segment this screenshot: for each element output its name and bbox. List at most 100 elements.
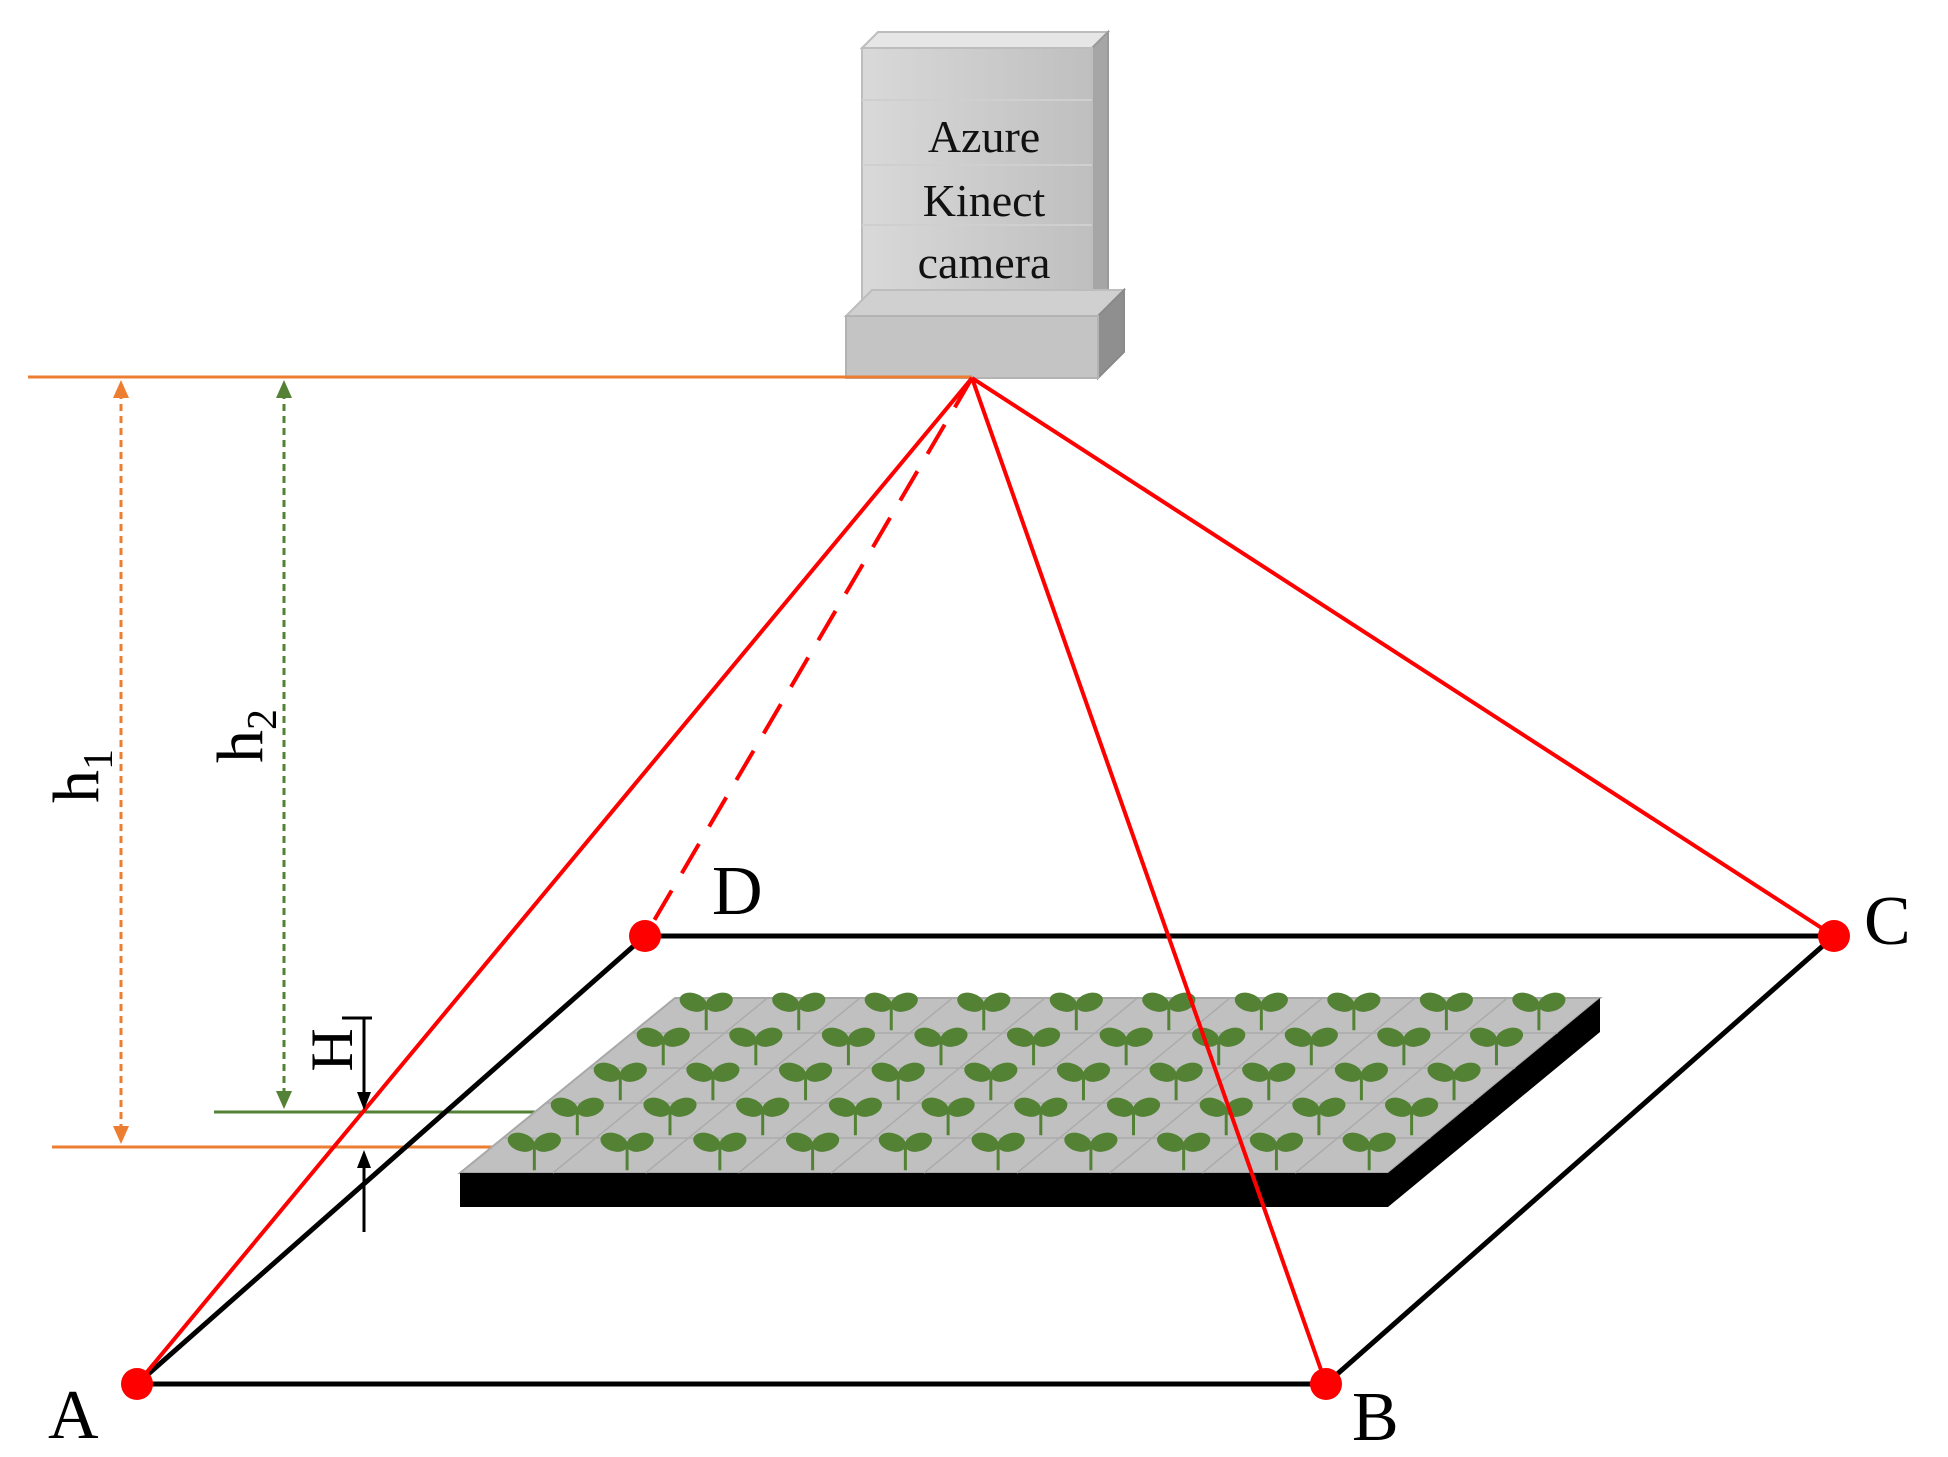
seedling [1157, 1132, 1211, 1171]
seedling [878, 1132, 932, 1171]
seedling [786, 1132, 840, 1171]
seedling [1419, 992, 1473, 1031]
frame-edge-bc [1324, 934, 1836, 1386]
seedling [864, 992, 918, 1031]
seedling [964, 1062, 1018, 1101]
seedling [828, 1097, 883, 1136]
tray-grid-line [1294, 997, 1508, 1174]
camera-body [861, 47, 1093, 317]
h2-dimension [276, 380, 292, 1109]
h1-dimension [113, 380, 129, 1144]
tray-grid-line [923, 997, 1138, 1174]
tray-grid-line [645, 997, 861, 1174]
frame-edge-da [135, 934, 647, 1386]
tray-grid-line [830, 997, 1046, 1174]
tray-grid-line [1201, 997, 1416, 1174]
camera-base-top-face [843, 289, 1127, 317]
tray-side-edge [1388, 998, 1600, 1207]
fov-line-to-d-hidden [643, 376, 974, 938]
camera-body-top-face [859, 31, 1111, 49]
ground-frame [135, 933, 1836, 1387]
h1-arrowhead-top [113, 380, 129, 398]
plant-height-upper-arrowhead [357, 1092, 371, 1110]
seedling [1512, 992, 1566, 1031]
seedling [729, 1027, 783, 1066]
seedling [778, 1062, 833, 1101]
camera-base [845, 315, 1099, 379]
point-d-marker [629, 920, 661, 952]
tray-grid-line [737, 997, 953, 1174]
seedling [772, 992, 826, 1031]
field-of-view [135, 376, 1836, 1386]
seedling [686, 1062, 740, 1101]
camera-label-line1: Azure [928, 111, 1040, 162]
camera-body-stripes [862, 99, 1092, 226]
seedling [1056, 1062, 1111, 1101]
point-a-marker [121, 1368, 153, 1400]
h1-arrowhead-bottom [113, 1126, 129, 1144]
point-b-label: B [1352, 1379, 1399, 1456]
camera-label-line3: camera [918, 237, 1051, 288]
seedling [550, 1097, 604, 1136]
seedling [693, 1132, 747, 1171]
seedling [921, 1097, 975, 1136]
tray-grid-line [1109, 997, 1323, 1174]
point-d-label: D [712, 853, 763, 930]
plant-height-lower-arrowhead [357, 1150, 371, 1168]
seedling [957, 992, 1011, 1031]
h1-label-base: h [40, 770, 113, 803]
seedling [1006, 1027, 1061, 1066]
seedling [1049, 992, 1103, 1031]
seedling [1377, 1027, 1431, 1066]
seedling [1099, 1027, 1153, 1066]
fov-line-to-a [135, 376, 974, 1386]
seedling [1242, 1062, 1296, 1101]
point-a-label: A [48, 1377, 99, 1454]
tray-grid-line [1016, 997, 1231, 1174]
tray-grid-line [552, 997, 768, 1174]
seedling [507, 1132, 561, 1171]
seedling [1334, 1062, 1389, 1101]
h1-label-subscript: 1 [76, 749, 122, 770]
seedling [1249, 1132, 1304, 1171]
fov-line-to-b [970, 377, 1328, 1385]
seedling [1149, 1062, 1203, 1101]
camera: Azure Kinect camera [843, 29, 1127, 381]
seedling [643, 1097, 697, 1136]
seedling [1385, 1097, 1439, 1136]
plant-height-label: H [299, 1028, 365, 1071]
camera-label-line2: Kinect [923, 175, 1046, 226]
seedling [1106, 1097, 1161, 1136]
seedling [1234, 992, 1288, 1031]
point-c-marker [1818, 920, 1850, 952]
seedlings [507, 992, 1566, 1171]
seedling [679, 992, 733, 1031]
h2-label-subscript: 2 [240, 709, 286, 730]
plant-height-dimension [342, 1016, 372, 1232]
seedling [1014, 1097, 1068, 1136]
seedling [1064, 1132, 1118, 1171]
seedling [1284, 1027, 1338, 1066]
seedling-tray [457, 992, 1603, 1207]
seedling [736, 1097, 790, 1136]
seedling [636, 1027, 690, 1066]
seedling [600, 1132, 654, 1171]
seedling [1427, 1062, 1481, 1101]
point-c-label: C [1864, 883, 1911, 960]
point-b-marker [1310, 1368, 1342, 1400]
seedling [971, 1132, 1025, 1171]
seedling [1327, 992, 1381, 1031]
h2-label-base: h [204, 730, 277, 763]
seedling [1342, 1132, 1396, 1171]
tray-front-edge [460, 1173, 1388, 1207]
h2-label: h2 [204, 709, 286, 763]
seedling [593, 1062, 647, 1101]
corner-points [121, 920, 1850, 1400]
h2-arrowhead-top [276, 380, 292, 398]
seedling [1292, 1097, 1346, 1136]
seedling [821, 1027, 876, 1066]
tray-cell-grid [503, 997, 1558, 1174]
h2-arrowhead-bottom [276, 1091, 292, 1109]
h1-label: h1 [40, 749, 122, 803]
